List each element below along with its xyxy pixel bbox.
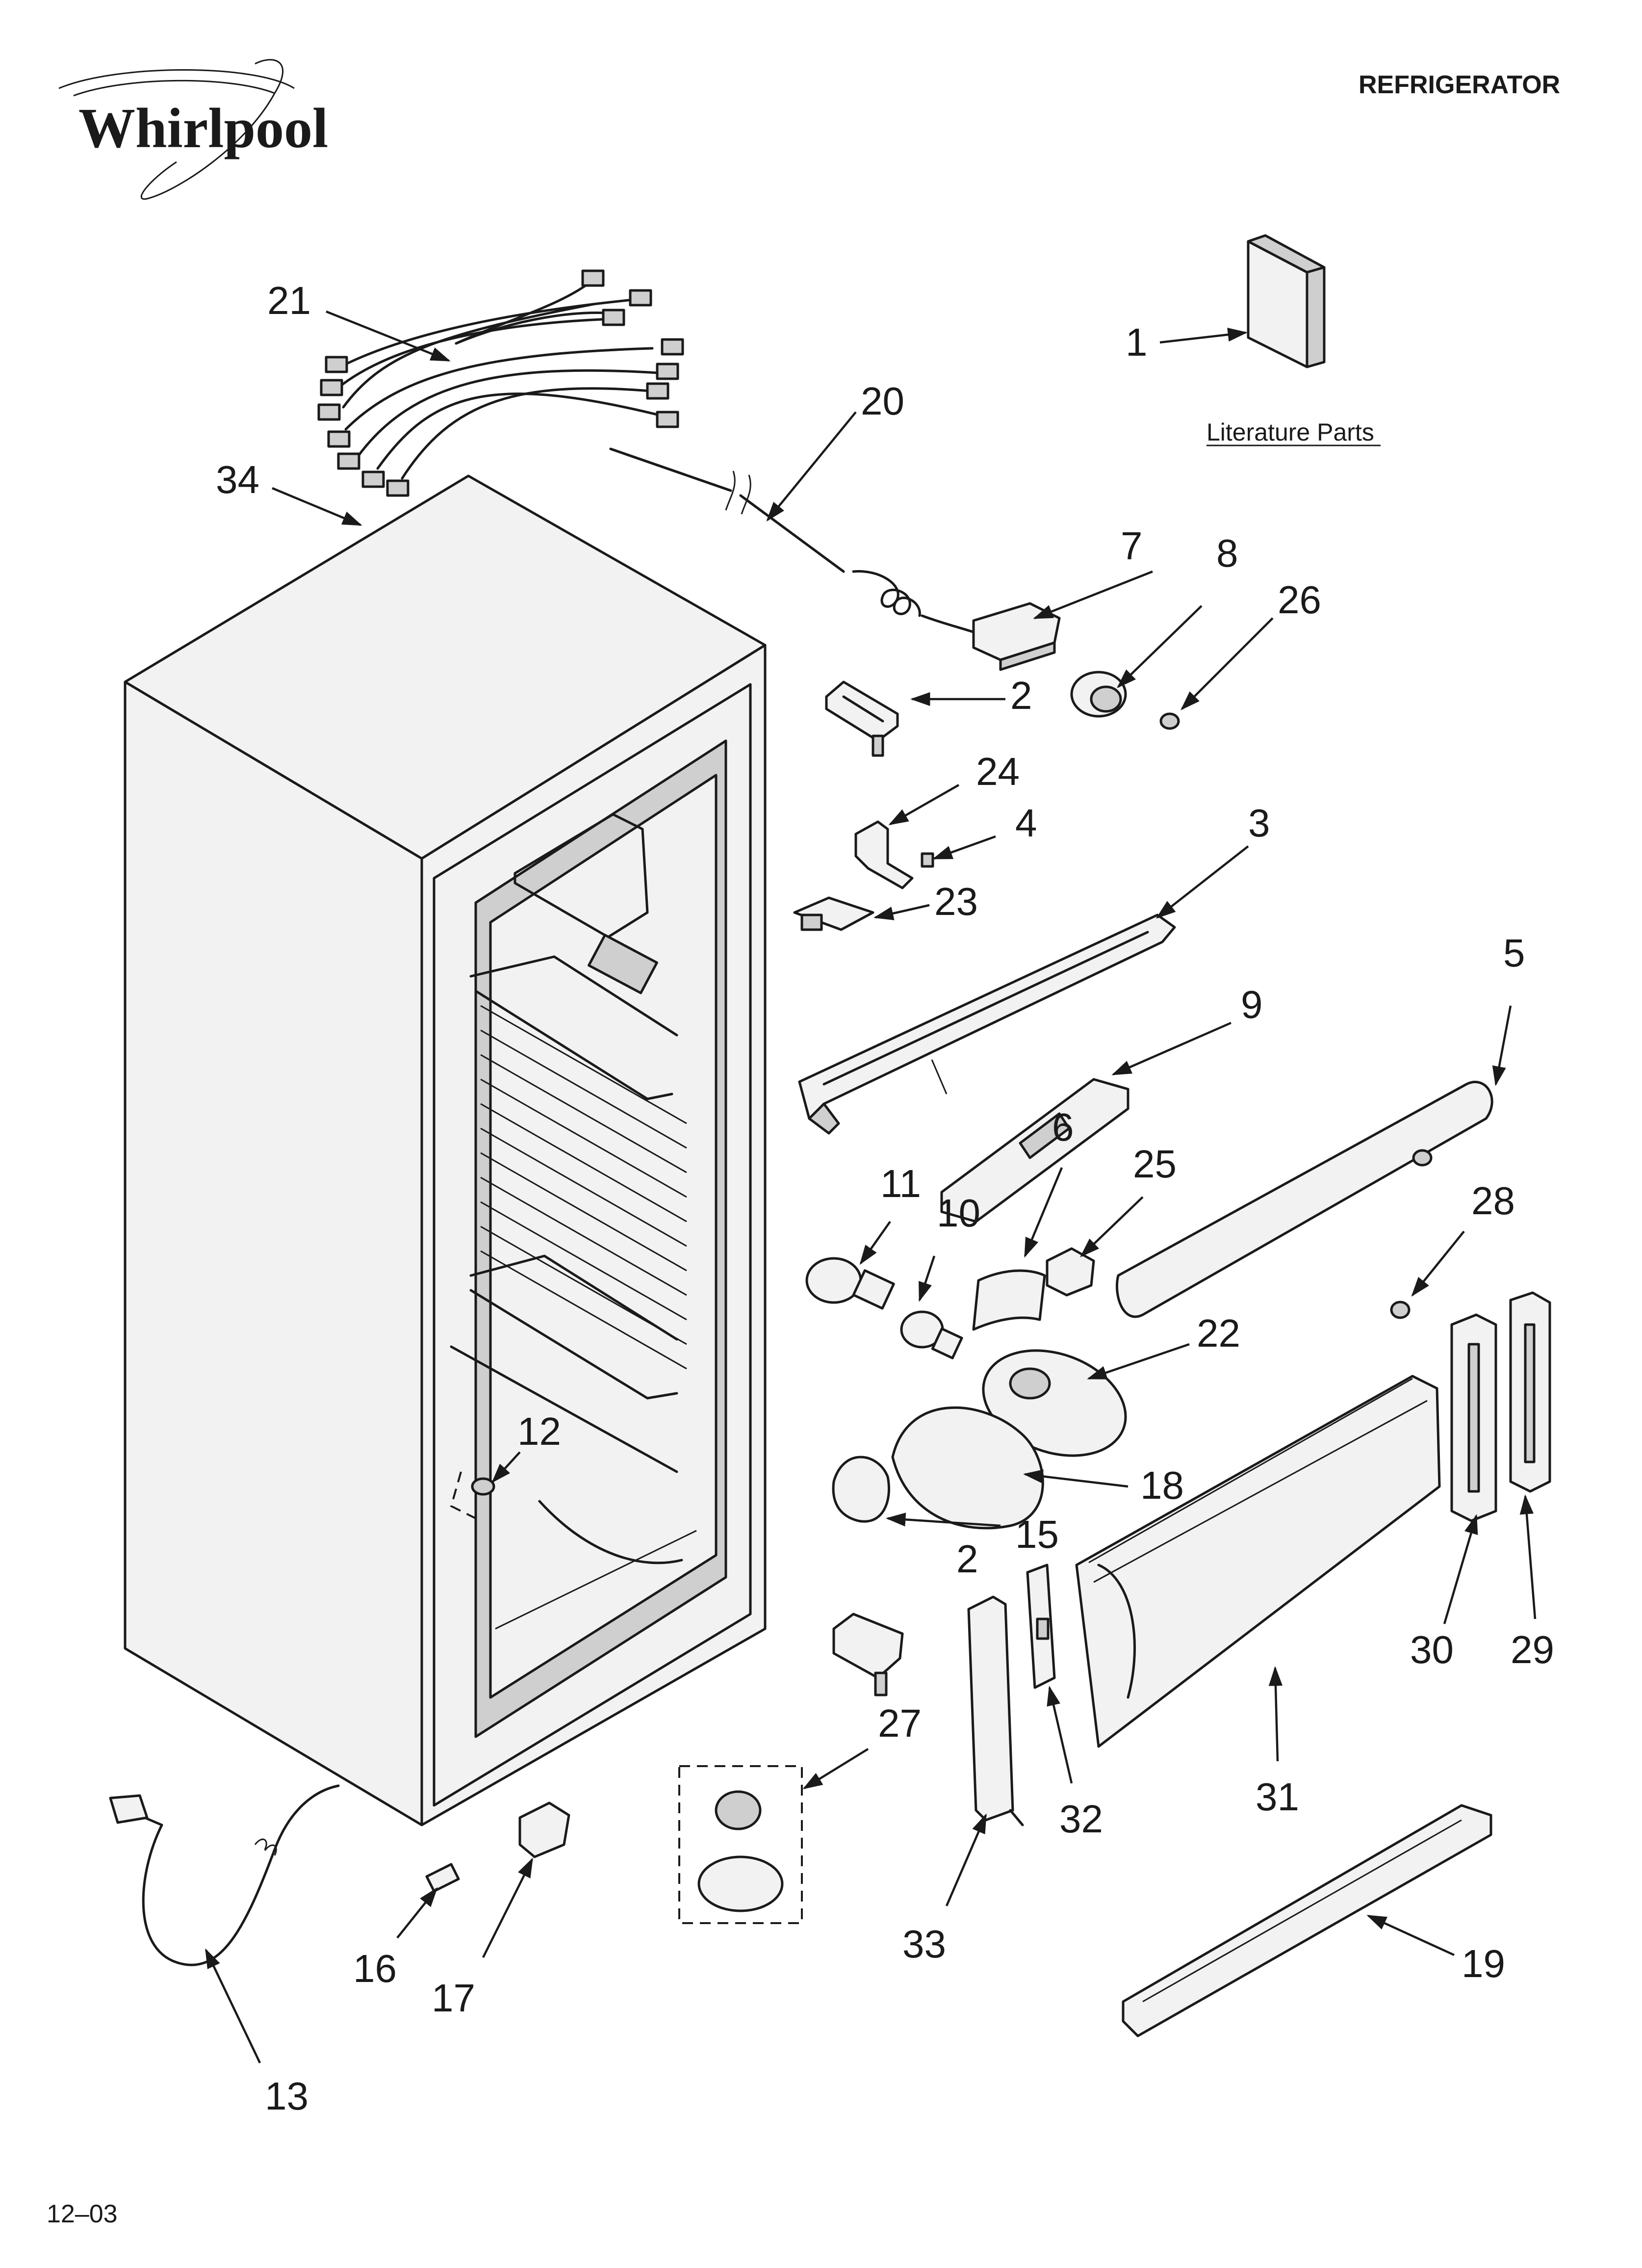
light-bulb-small bbox=[900, 1310, 963, 1359]
callout: 24 bbox=[976, 750, 1020, 793]
small-shield bbox=[832, 1456, 890, 1523]
callout: 22 bbox=[1197, 1311, 1240, 1355]
callout: 33 bbox=[902, 1922, 946, 1966]
callout: 3 bbox=[1248, 801, 1270, 845]
terminal-block bbox=[518, 1801, 570, 1858]
callout: 23 bbox=[934, 880, 978, 923]
callout: 19 bbox=[1462, 1942, 1505, 1985]
hinge-plate bbox=[1026, 1564, 1056, 1689]
callout: 6 bbox=[1052, 1105, 1074, 1149]
whirlpool-logo: Whirlpool bbox=[58, 59, 328, 200]
cover-clip bbox=[425, 1863, 460, 1893]
plug-part bbox=[1159, 712, 1180, 730]
hinge-bottom bbox=[832, 1613, 904, 1696]
callout: 32 bbox=[1059, 1797, 1103, 1841]
callout: 27 bbox=[878, 1701, 922, 1745]
callout: 29 bbox=[1511, 1628, 1554, 1671]
callout: 10 bbox=[937, 1191, 980, 1235]
capillary-tube bbox=[609, 447, 845, 573]
callout: 16 bbox=[353, 1947, 397, 1990]
brand-name: Whirlpool bbox=[78, 97, 328, 160]
callout: 21 bbox=[267, 279, 311, 322]
callout: 18 bbox=[1140, 1463, 1184, 1507]
callout: 5 bbox=[1503, 931, 1525, 975]
callout: 26 bbox=[1278, 578, 1321, 622]
control-housing bbox=[798, 913, 1176, 1135]
temperature-control bbox=[852, 570, 1061, 671]
shelf-ribs bbox=[480, 1005, 687, 1370]
callout: 30 bbox=[1410, 1628, 1454, 1671]
light-socket-housing bbox=[793, 896, 874, 931]
callout: 2 bbox=[956, 1537, 978, 1581]
callout: 11 bbox=[880, 1162, 921, 1205]
callout: 7 bbox=[1121, 524, 1143, 568]
hinge-top bbox=[825, 680, 899, 757]
callout: 31 bbox=[1256, 1775, 1299, 1819]
callout: 25 bbox=[1133, 1142, 1177, 1186]
callout-labels: 1 2 2 3 4 5 6 7 8 9 10 11 12 13 15 16 17… bbox=[216, 279, 1554, 2118]
leveling-leg-kit bbox=[678, 1765, 803, 1924]
page-title: REFRIGERATOR bbox=[1359, 71, 1560, 99]
callout: 15 bbox=[1015, 1512, 1059, 1556]
control-assembly bbox=[940, 1078, 1129, 1223]
page-code: 12–03 bbox=[47, 2200, 118, 2228]
hinge-cover bbox=[1509, 1291, 1551, 1493]
callout: 2 bbox=[1010, 674, 1032, 717]
callout: 20 bbox=[861, 379, 904, 423]
control-knob bbox=[1070, 671, 1127, 718]
callout: 9 bbox=[1241, 983, 1263, 1026]
callout: 8 bbox=[1216, 531, 1238, 575]
callout: 28 bbox=[1471, 1179, 1515, 1223]
door-handle bbox=[967, 1595, 1024, 1826]
callout: 12 bbox=[517, 1409, 561, 1453]
power-cord bbox=[109, 1784, 340, 1966]
hinge-bracket bbox=[1450, 1313, 1497, 1522]
callout: 1 bbox=[1126, 320, 1148, 364]
light-switch bbox=[1046, 1247, 1095, 1297]
literature-label: Literature Parts bbox=[1206, 418, 1374, 446]
callout: 13 bbox=[265, 2074, 308, 2118]
wire-harness bbox=[317, 269, 684, 497]
light-bulb bbox=[805, 1257, 895, 1310]
leader-lines bbox=[205, 310, 1537, 2063]
light-lens bbox=[972, 1269, 1046, 1331]
trim-strip bbox=[1115, 1080, 1493, 1318]
literature-book bbox=[1247, 234, 1326, 368]
door bbox=[1075, 1375, 1441, 1748]
screw bbox=[1390, 1301, 1411, 1319]
bracket bbox=[854, 820, 934, 889]
callout: 17 bbox=[432, 1976, 475, 2020]
callout: 4 bbox=[1015, 801, 1037, 845]
callout: 34 bbox=[216, 458, 259, 501]
cabinet bbox=[124, 474, 767, 1826]
base-grille bbox=[1122, 1804, 1492, 2037]
